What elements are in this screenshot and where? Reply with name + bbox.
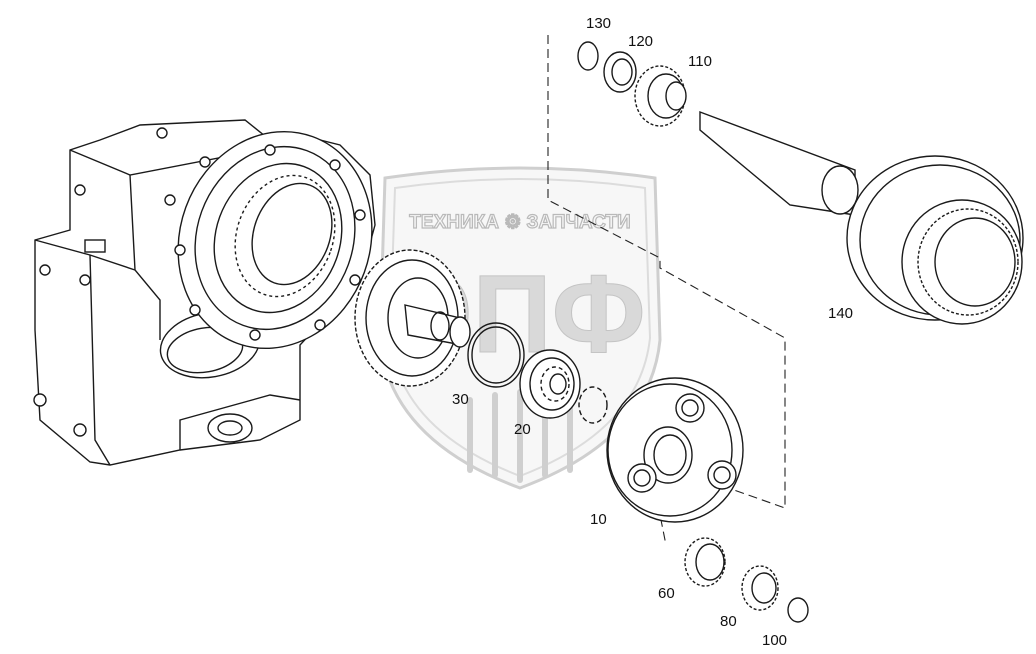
planet-gear (354, 249, 471, 387)
snap-ring-30 (467, 322, 525, 388)
ball-bearing-20 (519, 349, 581, 419)
part-label-80: 80 (720, 613, 737, 630)
washer-120 (603, 51, 637, 93)
watermark-brand-text: ТЕХНИКА ⚙ ЗАПЧАСТИ (409, 212, 630, 233)
snap-ring-100 (787, 597, 809, 623)
part-label-120: 120 (628, 33, 653, 50)
snap-ring-small (578, 386, 608, 424)
snap-ring-130 (577, 41, 599, 71)
needle-bearing-80 (741, 565, 779, 611)
part-label-140: 140 (828, 305, 853, 322)
part-label-30: 30 (452, 391, 469, 408)
planet-carrier-10 (606, 377, 744, 523)
part-label-100: 100 (762, 632, 787, 649)
part-label-130: 130 (586, 15, 611, 32)
part-label-110: 110 (688, 53, 712, 70)
wheat-icon (467, 389, 573, 483)
ring-gear-140 (846, 155, 1024, 325)
needle-bearing-60 (684, 537, 726, 587)
part-label-20: 20 (514, 421, 531, 438)
part-label-60: 60 (658, 585, 675, 602)
gearbox-housing (33, 119, 376, 466)
sun-gear-110 (634, 65, 859, 216)
part-label-10: 10 (590, 511, 607, 528)
part-labels: 10 20 30 60 80 100 110 120 130 140 (452, 15, 853, 649)
